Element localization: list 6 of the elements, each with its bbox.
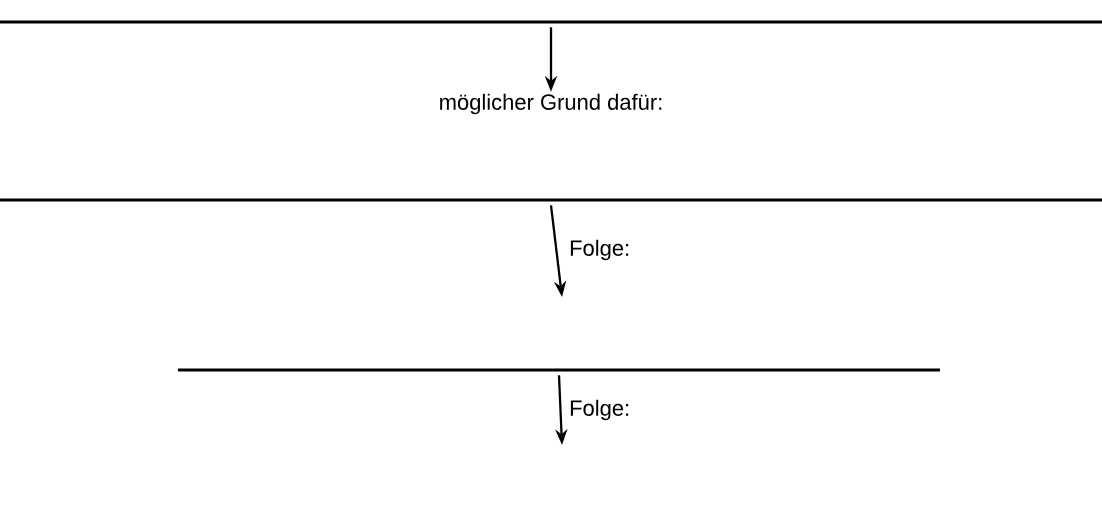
fill-in-line	[178, 368, 940, 372]
text-label: möglicher Grund dafür:	[440, 93, 662, 115]
edge-label: Folge:	[567, 238, 632, 262]
fill-in-line	[0, 198, 1102, 202]
fill-in-line	[0, 20, 1102, 24]
edge-label: Folge:	[567, 398, 632, 422]
